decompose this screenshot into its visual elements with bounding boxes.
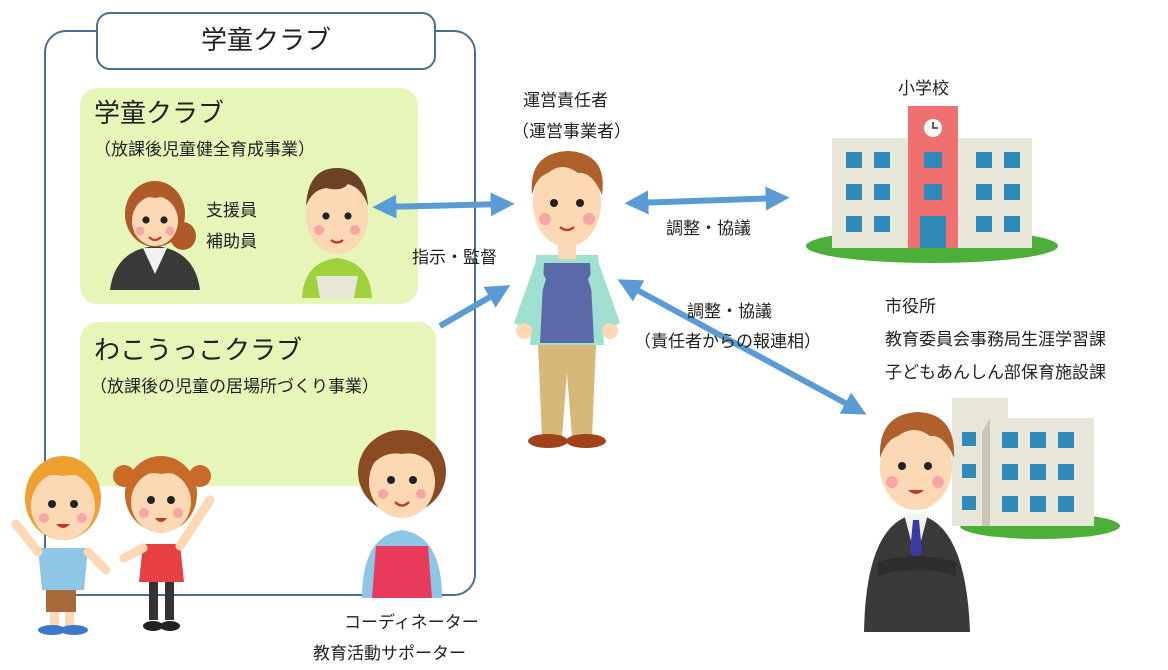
education-supporter-role: 教育活動サポーター [313,644,466,664]
school-building-illustration [806,106,1058,263]
arrow-manager-city [617,279,867,415]
manager-illustration [514,151,620,448]
gakudou-title: 学童クラブ [94,99,225,129]
instruct-label: 指示・監督 [412,248,497,268]
city-line-2: 教育委員会事務局生涯学習課 [885,330,1106,350]
woman-staff-illustration [110,181,200,290]
manager-title: 運営責任者 [523,91,608,111]
school-link-label: 調整・協議 [666,219,751,239]
children-illustration [11,456,215,635]
city-line-3: 子どもあんしん部保育施設課 [885,363,1106,383]
city-link-sublabel: （責任者からの報連相） [634,332,821,352]
wakou-subtitle: （放課後の児童の居場所づくり事業） [90,377,379,397]
coordinator-illustration [358,430,446,598]
frame-title: 学童クラブ [96,12,436,70]
gakudou-subtitle: （放課後児童健全育成事業） [94,140,315,160]
wakou-title: わこうっこクラブ [94,336,303,366]
arrow-manager-gakudou [372,192,515,219]
staff-role-assistant: 補助員 [206,232,257,252]
coordinator-role: コーディネーター [344,613,479,633]
city-link-label: 調整・協議 [687,302,772,322]
arrow-manager-wakou [438,285,511,329]
city-line-1: 市役所 [885,297,936,317]
manager-subtitle: （運営事業者） [512,122,631,142]
man-staff-illustration [302,168,372,298]
staff-role-support: 支援員 [206,201,257,221]
arrow-manager-school [624,186,790,215]
school-title: 小学校 [898,79,949,99]
city-hall-illustration [864,398,1120,632]
